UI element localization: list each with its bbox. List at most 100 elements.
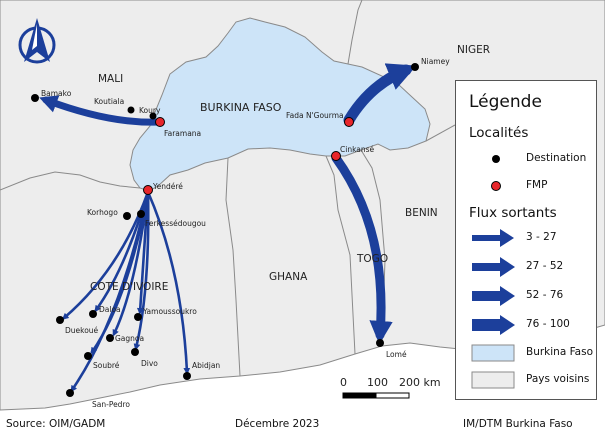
- label-sanpedro: San-Pedro: [92, 400, 130, 409]
- legend-flux-2-label: 27 - 52: [526, 260, 564, 272]
- legend-panel: Légende Localités Destination FMP Flux s…: [455, 80, 597, 400]
- legend-voisins-label: Pays voisins: [526, 373, 590, 385]
- north-arrow-icon: [18, 18, 56, 64]
- legend-row-flux-3: 52 - 76: [456, 286, 596, 306]
- scale-label-200: 200 km: [399, 376, 441, 389]
- flow-arrow-symbol-3: [472, 286, 515, 306]
- flow-faramana-bamako: [39, 95, 162, 126]
- label-koutiala: Koutiala: [94, 97, 124, 106]
- legend-row-burkina: Burkina Faso: [456, 343, 596, 363]
- legend-flux-3-label: 52 - 76: [526, 289, 564, 301]
- legend-row-flux-4: 76 - 100: [456, 315, 596, 335]
- footer-date: Décembre 2023: [235, 418, 320, 430]
- point-koury: [149, 112, 157, 120]
- border-ghana-ivory-coast: [225, 157, 241, 377]
- point-divo: [131, 348, 139, 356]
- label-yamoussoukro: Yamoussoukro: [142, 307, 197, 316]
- burkina-fill-swatch: [471, 344, 515, 362]
- scale-bar: 0 100 200 km: [340, 376, 441, 399]
- destination-point-symbol: [492, 155, 500, 163]
- label-ghana: GHANA: [269, 271, 308, 283]
- border-mali-ivory-coast: [0, 171, 141, 191]
- point-sanpedro: [66, 389, 74, 397]
- label-divo: Divo: [141, 359, 158, 368]
- label-lome: Lomé: [386, 350, 407, 359]
- legend-localites-heading: Localités: [469, 125, 529, 141]
- destination-points: [31, 63, 419, 397]
- label-korhogo: Korhogo: [87, 208, 118, 217]
- point-yamoussoukro: [134, 313, 142, 321]
- label-togo: TOGO: [356, 253, 388, 265]
- point-faramana: [155, 117, 165, 127]
- label-duekoue: Duekoué: [65, 326, 99, 335]
- label-fada: Fada N'Gourma: [286, 111, 344, 120]
- point-niamey: [411, 63, 419, 71]
- label-yendere: Yendéré: [152, 182, 183, 191]
- legend-row-destination: Destination: [456, 149, 596, 169]
- legend-flux-1-label: 3 - 27: [526, 231, 557, 243]
- point-koutiala: [127, 106, 135, 114]
- legend-flux-4-label: 76 - 100: [526, 318, 570, 330]
- flow-yendere-divo: [133, 190, 150, 351]
- border-mali-niger: [347, 0, 363, 65]
- legend-row-flux-1: 3 - 27: [456, 228, 596, 248]
- label-burkina: BURKINA FASO: [200, 101, 282, 114]
- footer-source: Source: OIM/GADM: [6, 418, 106, 430]
- point-yendere: [143, 185, 153, 195]
- point-ferke: [137, 210, 145, 218]
- flow-yendere-sanpedro: [70, 190, 150, 393]
- label-niger: NIGER: [457, 44, 490, 56]
- point-abidjan: [183, 372, 191, 380]
- flow-fada-niamey: [343, 63, 417, 126]
- label-soubre: Soubré: [93, 361, 120, 370]
- legend-burkina-label: Burkina Faso: [526, 346, 594, 358]
- burkina-faso-area: [129, 17, 431, 192]
- border-ghana-togo: [325, 155, 356, 355]
- point-cinkanse: [331, 151, 341, 161]
- flow-arrow-symbol-1: [472, 229, 514, 247]
- label-benin: BENIN: [405, 207, 438, 219]
- label-gagnoa: Gagnoa: [115, 334, 144, 343]
- country-labels: BURKINA FASO MALI NIGER BENIN GHANA TOGO…: [90, 44, 490, 293]
- point-gagnoa: [106, 334, 114, 342]
- flow-cinkanse-lome: [331, 153, 393, 345]
- label-koury: Koury: [139, 106, 161, 115]
- label-faramana: Faramana: [164, 129, 201, 138]
- label-ferke: Ferkessédougou: [145, 219, 206, 228]
- label-cinkanse: Cinkansé: [340, 145, 375, 154]
- legend-row-voisins: Pays voisins: [456, 370, 596, 390]
- point-fada: [344, 117, 354, 127]
- label-abidjan: Abidjan: [192, 361, 220, 370]
- legend-flux-heading: Flux sortants: [469, 205, 557, 221]
- scale-label-0: 0: [340, 376, 347, 389]
- place-labels: Bamako Koutiala Koury Faramana Fada N'Go…: [41, 57, 450, 409]
- legend-row-flux-2: 27 - 52: [456, 257, 596, 277]
- point-duekoue: [56, 316, 64, 324]
- neighbor-fill-swatch: [471, 371, 515, 389]
- flow-yendere-abidjan: [146, 190, 191, 375]
- border-benin-niger: [425, 124, 456, 142]
- label-mali: MALI: [98, 73, 123, 85]
- label-niamey: Niamey: [421, 57, 450, 66]
- scale-label-100: 100: [367, 376, 388, 389]
- point-lome: [376, 339, 384, 347]
- fmp-points: [143, 117, 354, 195]
- label-daloa: Daloa: [99, 305, 121, 314]
- label-bamako: Bamako: [41, 89, 72, 98]
- legend-destination-label: Destination: [526, 152, 587, 164]
- legend-row-fmp: FMP: [456, 176, 596, 196]
- flow-arrow-symbol-4: [472, 315, 515, 335]
- point-bamako: [31, 94, 39, 102]
- flow-yendere-duekoue: [61, 190, 150, 320]
- point-daloa: [89, 310, 97, 318]
- point-korhogo: [123, 212, 131, 220]
- fmp-point-symbol: [491, 181, 501, 191]
- point-soubre: [84, 352, 92, 360]
- flow-arrow-symbol-2: [472, 257, 515, 277]
- legend-fmp-label: FMP: [526, 179, 548, 191]
- footer-credit: IM/DTM Burkina Faso: [463, 418, 573, 430]
- label-civ: COTE D'IVOIRE: [90, 281, 168, 293]
- flow-yendere-daloa: [94, 190, 150, 313]
- legend-title: Légende: [469, 92, 542, 112]
